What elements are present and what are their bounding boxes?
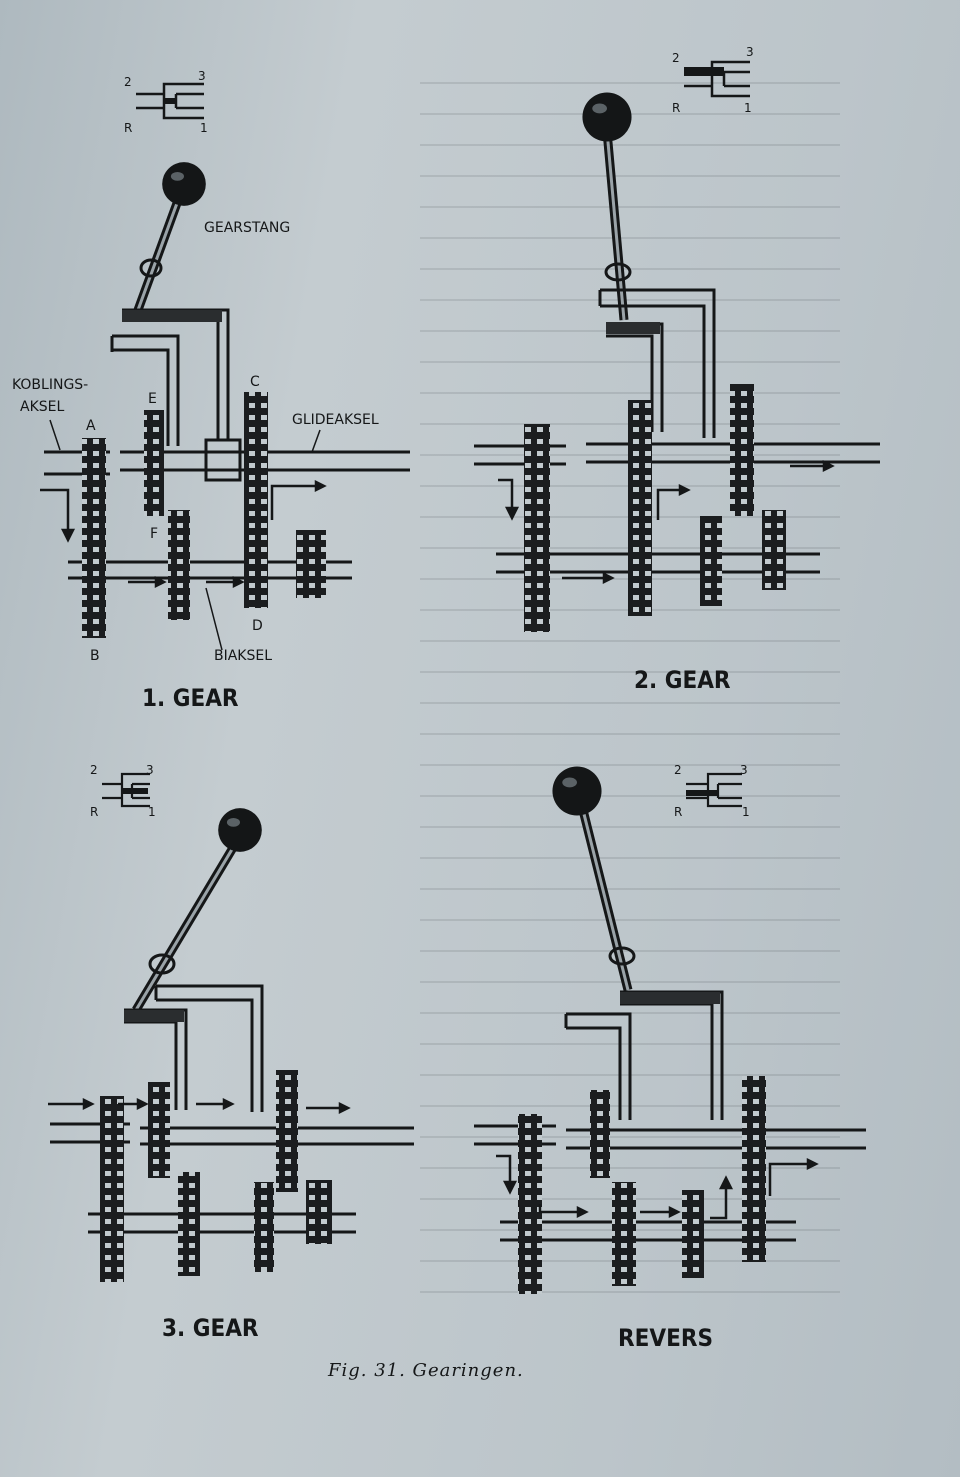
gear-a (518, 1114, 542, 1294)
lever-knob-icon (552, 766, 602, 816)
shift-pattern-icon: 2 3 R 1 (90, 763, 156, 819)
shift-pattern-icon: 2 3 R 1 (672, 45, 754, 115)
pattern-label-2: 2 (124, 75, 132, 89)
label-e: E (148, 391, 157, 407)
panel-title-1: 1. GEAR (142, 684, 239, 712)
pattern-label-3: 3 (146, 763, 154, 777)
label-c: C (250, 374, 260, 390)
gear-f (612, 1182, 636, 1286)
label-glideaksel: GLIDEAKSEL (292, 412, 379, 428)
label-b: B (90, 648, 100, 664)
pattern-label-3: 3 (740, 763, 748, 777)
pattern-label-1: 1 (742, 805, 750, 819)
pattern-label-r: R (674, 805, 682, 819)
gear-a (524, 424, 550, 632)
gear-e (148, 1082, 170, 1178)
power-flow-arrows (496, 1154, 819, 1220)
panel-title-revers: REVERS (618, 1324, 713, 1352)
gear-d (682, 1190, 704, 1278)
gear-c (276, 1070, 298, 1192)
label-koblingsaksel-2: AKSEL (20, 399, 64, 415)
lever-knob-icon (582, 92, 632, 142)
gear-d (700, 516, 722, 606)
pattern-label-3: 3 (198, 69, 206, 83)
pattern-label-2: 2 (90, 763, 98, 777)
power-flow-arrows (498, 459, 835, 585)
figure-caption: Fig. 31. Gearingen. (327, 1360, 524, 1381)
panel-title-2: 2. GEAR (634, 666, 731, 694)
reverse-gear (296, 530, 326, 598)
panel-title-3: 3. GEAR (162, 1314, 259, 1342)
pattern-label-1: 1 (744, 101, 752, 115)
shift-pattern-icon: 2 3 R 1 (674, 763, 750, 819)
label-biaksel: BIAKSEL (214, 648, 272, 664)
gear-c-d (244, 392, 268, 608)
lever-knob-icon (162, 162, 206, 206)
gear-e-f (628, 400, 652, 616)
label-d: D (252, 618, 263, 634)
pattern-label-1: 1 (200, 121, 208, 135)
reverse-gear (762, 510, 786, 590)
pattern-label-r: R (672, 101, 680, 115)
gear-e (144, 410, 164, 516)
gear-f (168, 510, 190, 620)
shift-pattern-icon: 2 3 R 1 (124, 69, 208, 135)
gear-c-reverse (742, 1076, 766, 1262)
label-gearstang: GEARSTANG (204, 220, 290, 236)
label-a: A (86, 418, 96, 434)
gear-e (590, 1090, 610, 1178)
gear-f (178, 1172, 200, 1276)
gear-d (254, 1182, 274, 1272)
pattern-label-2: 2 (672, 51, 680, 65)
lever-knob-icon (218, 808, 262, 852)
panel-second-gear: 2 3 R 1 2. GEAR (474, 45, 880, 694)
panel-third-gear: 2 3 R 1 3. GEAR (48, 763, 414, 1342)
reverse-gear (306, 1180, 332, 1244)
pattern-label-r: R (124, 121, 132, 135)
label-koblingsaksel-1: KOBLINGS- (12, 377, 88, 393)
pattern-label-3: 3 (746, 45, 754, 59)
power-flow-arrows (40, 479, 327, 589)
pattern-label-r: R (90, 805, 98, 819)
panel-first-gear: 2 3 R 1 (12, 69, 410, 712)
gear-c (730, 384, 754, 516)
pattern-label-1: 1 (148, 805, 156, 819)
panel-reverse: 2 3 R 1 REVERS (474, 763, 866, 1352)
gear-a (100, 1096, 124, 1282)
gear-a (82, 438, 106, 638)
power-flow-arrows (48, 1097, 351, 1115)
pattern-label-2: 2 (674, 763, 682, 777)
label-f: F (150, 526, 158, 542)
